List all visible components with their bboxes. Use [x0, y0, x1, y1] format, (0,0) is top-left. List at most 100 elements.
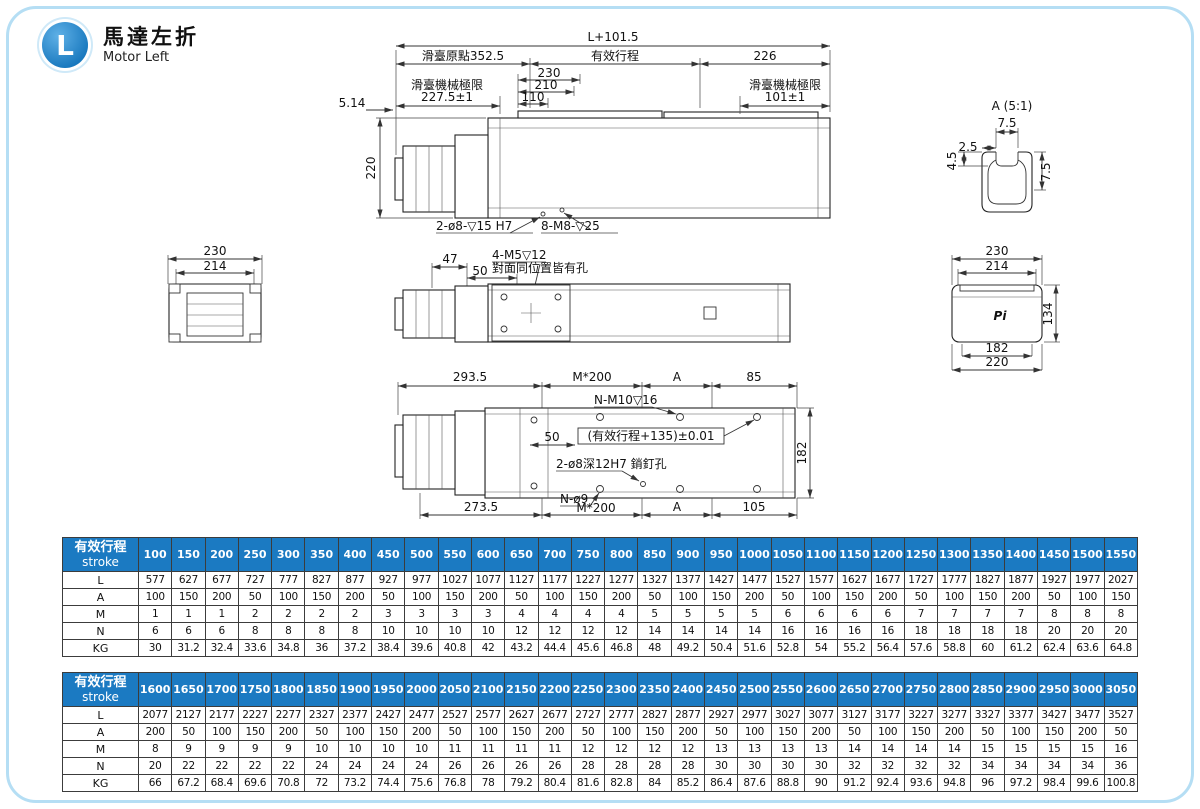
stroke-col-header: 3050: [1103, 672, 1139, 707]
spec-cell: 58.8: [937, 639, 972, 657]
dim-105: 105: [743, 500, 766, 514]
dim-182-width: 182: [795, 442, 809, 465]
spec-cell: 34: [1037, 757, 1072, 775]
spec-cell: 56.4: [870, 639, 905, 657]
spec-cell: 3: [404, 605, 439, 623]
spec-cell: 26: [504, 757, 539, 775]
section-view-drawing: 230 214 Pi 134 182 220: [951, 244, 1060, 373]
spec-cell: 7: [1003, 605, 1039, 623]
spec-cell: 42: [470, 639, 506, 657]
spec-cell: 55.2: [837, 639, 872, 657]
spec-cell: 877: [337, 571, 373, 589]
dim-50-bottom: 50: [544, 430, 559, 444]
spec-cell: 1977: [1070, 571, 1105, 589]
spec-cell: 96: [970, 774, 1005, 792]
spec-row-label: N: [62, 757, 139, 775]
spec-cell: 15: [1070, 740, 1105, 758]
spec-cell: 90: [803, 774, 839, 792]
spec-cell: 13: [737, 740, 772, 758]
spec-row-label: L: [62, 706, 139, 724]
spec-cell: 32: [903, 757, 939, 775]
spec-cell: 100: [670, 588, 706, 606]
stroke-col-header: 2500: [737, 672, 772, 707]
spec-cell: 2: [304, 605, 339, 623]
spec-cell: 100: [137, 588, 173, 606]
spec-cell: 200: [470, 588, 506, 606]
stroke-col-header: 2250: [570, 672, 606, 707]
spec-cell: 50: [171, 723, 206, 741]
stroke-col-header: 850: [637, 537, 672, 572]
spec-cell: 44.4: [537, 639, 572, 657]
spec-cell: 1227: [570, 571, 606, 589]
spec-cell: 11: [504, 740, 539, 758]
spec-row-label: N: [62, 622, 139, 640]
spec-cell: 61.2: [1003, 639, 1039, 657]
stroke-col-header: 750: [570, 537, 606, 572]
spec-cell: 10: [470, 622, 506, 640]
stroke-col-header: 500: [404, 537, 439, 572]
spec-cell: 18: [903, 622, 939, 640]
spec-cell: 22: [204, 757, 239, 775]
spec-cell: 577: [137, 571, 173, 589]
spec-cell: 13: [704, 740, 739, 758]
spec-cell: 50: [770, 588, 805, 606]
dim-7-5-top: 7.5: [997, 116, 1016, 130]
spec-row-label: KG: [62, 774, 139, 792]
spec-cell: 63.6: [1070, 639, 1105, 657]
spec-cell: 2277: [271, 706, 306, 724]
stroke-col-header: 1500: [1070, 537, 1105, 572]
spec-cell: 150: [704, 588, 739, 606]
stroke-col-header: 2600: [803, 672, 839, 707]
spec-cell: 100: [803, 588, 839, 606]
motor-end-view-drawing: 230 214: [167, 244, 263, 343]
spec-cell: 15: [1037, 740, 1072, 758]
stroke-col-header: 1850: [304, 672, 339, 707]
spec-cell: 150: [504, 723, 539, 741]
spec-cell: 6: [870, 605, 905, 623]
dim-height-220: 220: [364, 157, 378, 180]
spec-cell: 33.6: [237, 639, 273, 657]
spec-cell: 4: [604, 605, 639, 623]
spec-cell: 86.4: [704, 774, 739, 792]
stroke-col-header: 2200: [537, 672, 572, 707]
spec-cell: 8: [237, 622, 273, 640]
spec-cell: 13: [770, 740, 805, 758]
spec-cell: 200: [670, 723, 706, 741]
spec-cell: 51.6: [737, 639, 772, 657]
spec-cell: 26: [537, 757, 572, 775]
page-title: 馬達左折: [103, 25, 199, 50]
spec-cell: 4: [504, 605, 539, 623]
spec-cell: 2227: [237, 706, 273, 724]
spec-cell: 200: [870, 588, 905, 606]
page-header: L 馬達左折 Motor Left: [42, 22, 199, 68]
spec-cell: 30: [704, 757, 739, 775]
spec-cell: 8: [304, 622, 339, 640]
spec-cell: 26: [437, 757, 472, 775]
spec-cell: 150: [970, 588, 1005, 606]
stroke-col-header: 2100: [470, 672, 506, 707]
spec-cell: 16: [870, 622, 905, 640]
spec-cell: 100: [737, 723, 772, 741]
spec-cell: 43.2: [504, 639, 539, 657]
spec-cell: 100: [470, 723, 506, 741]
stroke-col-header: 300: [271, 537, 306, 572]
spec-cell: 3477: [1070, 706, 1105, 724]
spec-cell: 2527: [437, 706, 472, 724]
spec-cell: 50: [637, 588, 672, 606]
stroke-col-header: 1100: [803, 537, 839, 572]
spec-cell: 6: [171, 622, 206, 640]
dim-end-230: 230: [204, 244, 227, 258]
spec-cell: 2427: [371, 706, 406, 724]
spec-cell: 14: [937, 740, 972, 758]
spec-cell: 3277: [937, 706, 972, 724]
spec-cell: 7: [970, 605, 1005, 623]
spec-cell: 3077: [803, 706, 839, 724]
spec-cell: 50: [1103, 723, 1139, 741]
dim-4-5: 4.5: [945, 151, 959, 170]
spec-cell: 2927: [704, 706, 739, 724]
